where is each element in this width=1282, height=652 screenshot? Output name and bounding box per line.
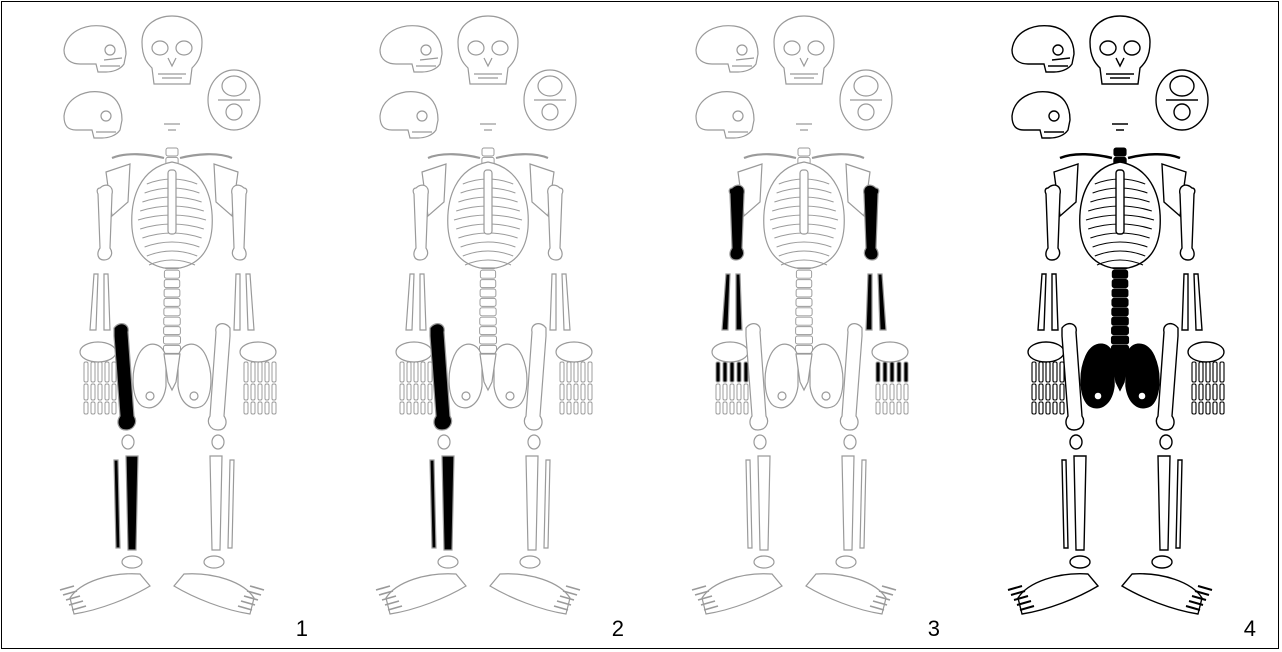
pelvis: [133, 344, 211, 408]
ribcage: [1080, 162, 1160, 268]
skull-group: [380, 16, 576, 138]
ribcage: [132, 162, 212, 268]
panel-1: 1: [14, 2, 314, 650]
pelvis: [449, 344, 527, 408]
lower-legs: [430, 456, 550, 550]
hyoid: [796, 124, 812, 130]
panel-number-4: 4: [1244, 616, 1256, 642]
feet: [692, 556, 896, 614]
lower-legs: [1062, 456, 1182, 550]
patellae: [754, 435, 856, 449]
skull-group: [1012, 16, 1208, 138]
skull-group: [64, 16, 260, 138]
ribcage: [448, 162, 528, 268]
panel-number-1: 1: [296, 616, 308, 642]
feet: [1008, 556, 1212, 614]
skeleton-diagram-1: [14, 2, 314, 650]
skull-group: [696, 16, 892, 138]
skeleton-diagram-4: [962, 2, 1262, 650]
ribcage: [764, 162, 844, 268]
feet: [60, 556, 264, 614]
panel-2: 2: [330, 2, 630, 650]
lower-legs: [114, 456, 234, 550]
patellae: [122, 435, 224, 449]
panel-number-3: 3: [928, 616, 940, 642]
hyoid: [164, 124, 180, 130]
pelvis: [1081, 344, 1159, 408]
panel-3: 3: [646, 2, 946, 650]
skeleton-diagram-3: [646, 2, 946, 650]
lower-legs: [746, 456, 866, 550]
patellae: [1070, 435, 1172, 449]
hyoid: [480, 124, 496, 130]
patellae: [438, 435, 540, 449]
hyoid: [1112, 124, 1128, 130]
skeleton-diagram-2: [330, 2, 630, 650]
panel-4: 4: [962, 2, 1262, 650]
feet: [376, 556, 580, 614]
pelvis: [765, 344, 843, 408]
panel-number-2: 2: [612, 616, 624, 642]
